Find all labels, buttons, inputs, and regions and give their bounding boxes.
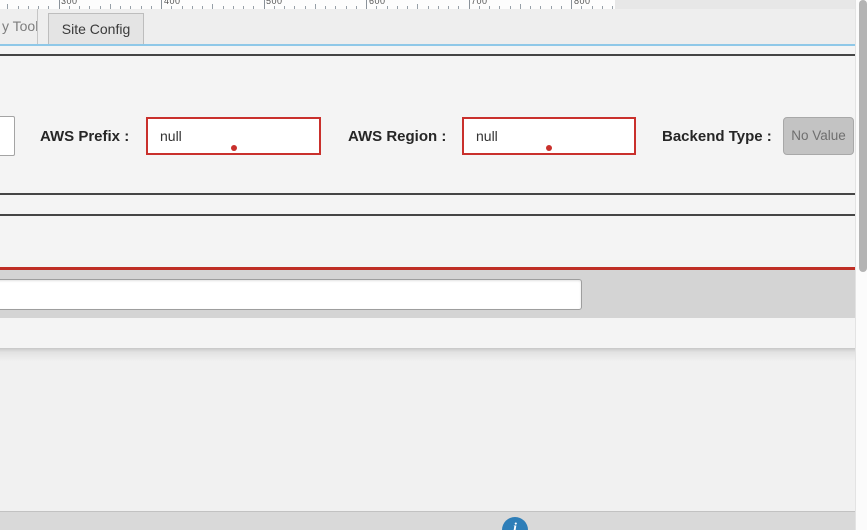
ruler-tick bbox=[489, 6, 490, 9]
divider-line bbox=[0, 214, 855, 216]
ruler-label: 700 bbox=[471, 0, 488, 6]
ruler-tick bbox=[376, 6, 378, 9]
error-dot-icon bbox=[230, 145, 237, 151]
ruler-tick bbox=[612, 6, 613, 9]
ruler-tick bbox=[7, 4, 9, 9]
ruler-tick bbox=[202, 6, 203, 9]
ruler-label: 800 bbox=[574, 0, 591, 6]
ruler-label: 500 bbox=[266, 0, 283, 6]
ruler-tick bbox=[232, 6, 234, 9]
ruler-tick bbox=[263, 0, 265, 9]
ruler-tick bbox=[437, 6, 439, 9]
ruler-tick bbox=[591, 6, 593, 9]
ruler-tick bbox=[335, 6, 337, 9]
ruler-tick bbox=[530, 6, 531, 9]
ruler-tick bbox=[38, 6, 39, 9]
ruler-tick bbox=[253, 6, 255, 9]
ruler-tick bbox=[161, 0, 162, 9]
ruler-tick bbox=[571, 0, 572, 9]
ruler-tick bbox=[68, 6, 70, 9]
backend-type-value[interactable]: No Value bbox=[783, 117, 854, 155]
ruler-tick bbox=[468, 0, 470, 9]
ruler-tick bbox=[109, 4, 111, 9]
info-button[interactable]: i bbox=[502, 517, 528, 530]
ruler-tick bbox=[58, 0, 60, 9]
ruler-tick bbox=[550, 6, 552, 9]
scrollbar-thumb[interactable] bbox=[859, 0, 867, 272]
ruler-tick bbox=[407, 6, 408, 9]
vertical-scrollbar[interactable] bbox=[855, 0, 867, 530]
ruler-tick bbox=[294, 6, 296, 9]
ruler-tick bbox=[325, 6, 326, 9]
aws-prefix-field bbox=[146, 117, 321, 155]
ruler-tick bbox=[284, 6, 285, 9]
ruler-tick bbox=[212, 4, 214, 9]
ruler-tick bbox=[99, 6, 101, 9]
ruler-tick bbox=[120, 6, 121, 9]
ruler-tick bbox=[222, 6, 224, 9]
ruler-tick bbox=[79, 6, 80, 9]
ruler-tick bbox=[140, 6, 142, 9]
tab-accent-divider bbox=[0, 44, 855, 46]
ruler-tick bbox=[417, 4, 419, 9]
aws-region-field bbox=[462, 117, 636, 155]
ruler-tick bbox=[314, 4, 316, 9]
ruler-tick bbox=[581, 6, 583, 9]
aws-region-label: AWS Region : bbox=[348, 128, 447, 145]
ruler-tick bbox=[560, 6, 562, 9]
error-dot-icon bbox=[546, 145, 552, 151]
footer-bar bbox=[0, 511, 855, 530]
ruler-tick bbox=[519, 4, 521, 9]
ruler-tick bbox=[601, 6, 603, 9]
ruler-tick bbox=[304, 6, 306, 9]
ruler-tick bbox=[540, 6, 542, 9]
tab-query-tool[interactable]: y Tool bbox=[0, 9, 38, 44]
red-divider-line bbox=[0, 267, 855, 270]
lower-content-area bbox=[0, 361, 855, 511]
ruler-tick bbox=[48, 6, 50, 9]
ruler-tick bbox=[171, 6, 173, 9]
ruler-tick bbox=[509, 6, 511, 9]
ruler-tick bbox=[458, 6, 460, 9]
ruler-tick bbox=[478, 6, 480, 9]
ruler-tick bbox=[396, 6, 398, 9]
header-right-fill bbox=[615, 0, 855, 9]
partial-input-left[interactable] bbox=[0, 116, 15, 156]
ruler-tick bbox=[345, 6, 347, 9]
ruler-label: 400 bbox=[164, 0, 181, 6]
ruler-tick bbox=[273, 6, 275, 9]
ruler-tick bbox=[89, 6, 91, 9]
ruler-tick bbox=[366, 0, 367, 9]
ruler-tick bbox=[355, 6, 357, 9]
ruler-tick bbox=[448, 6, 449, 9]
ruler-label: 600 bbox=[369, 0, 386, 6]
divider-line bbox=[0, 193, 855, 195]
pixel-ruler: 300 400 500 600 700 800 bbox=[0, 0, 615, 9]
aws-prefix-label: AWS Prefix : bbox=[40, 128, 130, 145]
ruler-tick bbox=[499, 6, 501, 9]
ruler-tick bbox=[181, 6, 183, 9]
backend-type-label: Backend Type : bbox=[662, 128, 772, 145]
panel-shadow bbox=[0, 348, 855, 361]
ruler-tick bbox=[27, 6, 29, 9]
ruler-tick bbox=[243, 6, 244, 9]
divider-line bbox=[0, 54, 855, 56]
tab-site-config[interactable]: Site Config bbox=[48, 13, 144, 44]
ruler-tick bbox=[386, 6, 388, 9]
ruler-tick bbox=[17, 6, 19, 9]
tab-bar: y Tool Site Config bbox=[0, 9, 855, 44]
ruler-tick bbox=[427, 6, 429, 9]
ruler-label: 300 bbox=[61, 0, 78, 6]
ruler-tick bbox=[191, 6, 193, 9]
wide-text-input[interactable] bbox=[0, 279, 582, 310]
ruler-tick bbox=[150, 6, 152, 9]
ruler-tick bbox=[130, 6, 132, 9]
